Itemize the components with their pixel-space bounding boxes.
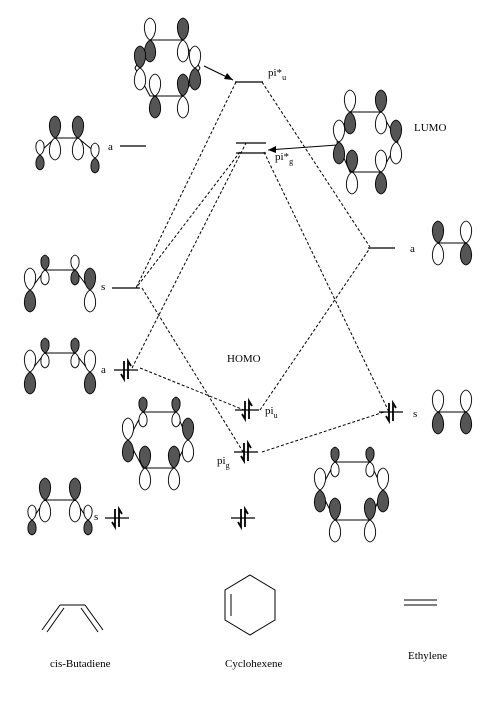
caption-ethylene: Ethylene <box>408 650 447 662</box>
butadiene-label-a-upper: a <box>108 141 113 153</box>
label-pi-star-u: pi*u <box>268 67 286 82</box>
butadiene-orbital-a-lower <box>23 337 97 395</box>
correlation-lines <box>131 81 390 456</box>
level-cyclohexene-sigma <box>230 508 256 528</box>
butadiene-label-s-lower: s <box>94 511 98 523</box>
butadiene-orbital-a-upper <box>35 115 100 174</box>
caption-butadiene: cis-Butadiene <box>50 658 111 670</box>
ethylene-level-s <box>378 402 404 422</box>
label-pi-g: pig <box>217 455 230 470</box>
ethylene-levels: a s LUMO <box>368 122 446 422</box>
label-lumo: LUMO <box>414 122 446 134</box>
label-pi-u: piu <box>265 405 278 420</box>
butadiene-structure <box>41 604 104 633</box>
level-pi-g <box>233 442 259 462</box>
pointer-arrows <box>203 65 338 153</box>
cyclohexene-structure <box>224 574 276 636</box>
butadiene-orbital-s-upper <box>23 254 97 313</box>
caption-cyclohexene: Cyclohexene <box>225 658 283 670</box>
ethylene-label-a: a <box>410 243 415 255</box>
ethylene-orbital-a <box>431 220 473 266</box>
ethylene-orbital-s <box>431 389 473 435</box>
ethylene-label-s: s <box>413 408 417 420</box>
butadiene-level-s-lower <box>104 508 130 528</box>
butadiene-label-s-upper: s <box>101 281 105 293</box>
butadiene-orbital-s-lower <box>27 477 93 536</box>
cyclohexene-orbital-pi-star-u <box>133 17 202 119</box>
butadiene-levels: a s a s <box>94 141 146 528</box>
butadiene-label-a-lower: a <box>101 364 106 376</box>
cyclohexene-levels: pi*u pi*g HOMO piu pig <box>217 67 293 528</box>
cyclohexene-orbital-pi-u <box>121 396 195 491</box>
cyclohexene-orbital-pi-star-g <box>332 89 403 195</box>
label-pi-star-g: pi*g <box>275 151 293 166</box>
level-pi-u <box>234 400 260 420</box>
label-homo: HOMO <box>227 353 261 365</box>
butadiene-level-a-lower <box>113 360 139 380</box>
ethylene-structure <box>404 599 437 606</box>
cyclohexene-orbital-pi-g <box>313 446 390 543</box>
